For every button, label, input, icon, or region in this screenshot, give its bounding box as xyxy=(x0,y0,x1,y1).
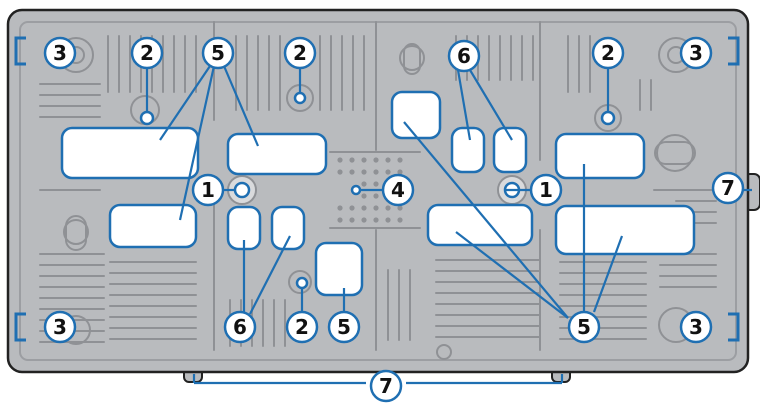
callout-circle xyxy=(447,39,481,73)
callout-circle xyxy=(369,369,403,403)
leader-lines xyxy=(145,65,752,385)
callout-circle xyxy=(43,36,77,70)
adhesive-pads xyxy=(60,90,696,297)
callout-five: 5 xyxy=(567,310,601,344)
callout-four: 4 xyxy=(381,173,415,207)
callout-circle xyxy=(327,310,361,344)
callout-circle xyxy=(130,36,164,70)
callout-two: 2 xyxy=(130,36,164,70)
callout-five: 5 xyxy=(327,310,361,344)
callout-circle xyxy=(591,36,625,70)
callout-circle xyxy=(285,310,319,344)
callout-number: 3 xyxy=(53,41,67,65)
callout-number: 4 xyxy=(391,178,405,202)
callout-one: 1 xyxy=(529,173,563,207)
callout-number: 1 xyxy=(201,178,215,202)
callout-circle xyxy=(567,310,601,344)
callout-circle xyxy=(381,173,415,207)
plate-bosses xyxy=(58,37,696,360)
callout-circle xyxy=(43,310,77,344)
callout-two: 2 xyxy=(591,36,625,70)
callout-two: 2 xyxy=(283,36,317,70)
callout-number: 5 xyxy=(337,315,351,339)
callout-circle xyxy=(711,171,745,205)
callout-number: 6 xyxy=(233,315,247,339)
callout-bubbles: 1 1 2 2 2 2 3 3 3 3 4 5 5 5 6 6 7 7 xyxy=(43,36,745,403)
callout-number: 3 xyxy=(53,315,67,339)
callout-circle xyxy=(201,36,235,70)
callout-seven: 7 xyxy=(711,171,745,205)
callout-three: 3 xyxy=(43,310,77,344)
callout-seven: 7 xyxy=(369,369,403,403)
callout-six: 6 xyxy=(447,39,481,73)
callout-three: 3 xyxy=(43,36,77,70)
callout-number: 5 xyxy=(577,315,591,339)
callout-one: 1 xyxy=(191,173,225,207)
callout-circle xyxy=(529,173,563,207)
callout-number: 2 xyxy=(293,41,307,65)
callout-five: 5 xyxy=(201,36,235,70)
callout-six: 6 xyxy=(223,310,257,344)
callout-circle xyxy=(191,173,225,207)
callout-number: 2 xyxy=(601,41,615,65)
callout-number: 3 xyxy=(689,41,703,65)
callout-number: 7 xyxy=(721,176,735,200)
callout-circle xyxy=(283,36,317,70)
callout-number: 3 xyxy=(689,315,703,339)
callout-two: 2 xyxy=(285,310,319,344)
callout-three: 3 xyxy=(679,310,713,344)
callout-circle xyxy=(679,310,713,344)
callout-circle xyxy=(223,310,257,344)
corner-brackets xyxy=(14,36,740,342)
callout-number: 5 xyxy=(211,41,225,65)
callout-circle xyxy=(679,36,713,70)
callout-number: 1 xyxy=(539,178,553,202)
callout-number: 6 xyxy=(457,44,471,68)
callout-number: 2 xyxy=(295,315,309,339)
callout-number: 2 xyxy=(140,41,154,65)
callout-three: 3 xyxy=(679,36,713,70)
callout-number: 7 xyxy=(379,374,393,398)
